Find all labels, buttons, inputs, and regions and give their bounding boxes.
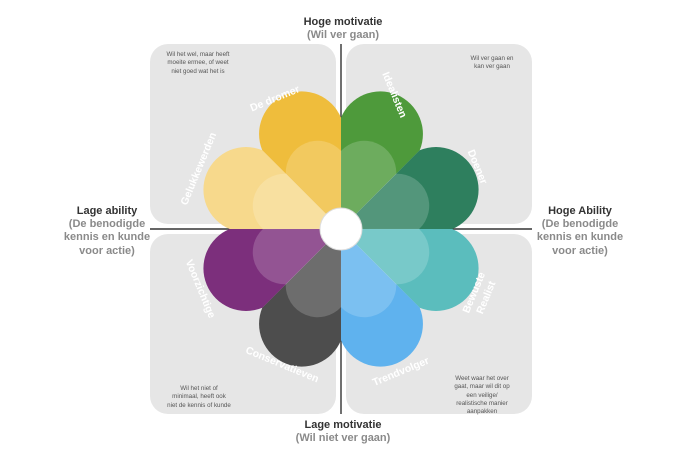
axis-bottom-label: Lage motivatie (Wil niet ver gaan) xyxy=(243,419,443,445)
petal-trendvolger xyxy=(340,229,423,367)
axis-top-sub: (Wil ver gaan) xyxy=(306,29,380,42)
note-line: realistische manier xyxy=(456,400,508,408)
petal-conservatieven xyxy=(259,229,342,367)
axis-right-line2: (De benodigde xyxy=(541,218,619,231)
petal-doener xyxy=(341,147,479,230)
axis-right-line1: Hoge Ability xyxy=(548,205,612,217)
axis-top-label: Hoge motivatie (Wil ver gaan) xyxy=(243,16,443,42)
axis-left-line1: Lage ability xyxy=(76,205,138,217)
note-line: niet goed wat het is xyxy=(171,67,225,75)
note-line: niet de kennis of kunde xyxy=(167,401,231,409)
note-line: minimaal, heeft ook xyxy=(172,393,226,401)
petal-gelukkewerden xyxy=(203,147,341,230)
note-top-right: Wil ver gaan en kan ver gaan xyxy=(460,55,524,72)
axis-left-line3: kennis en kunde xyxy=(63,231,151,244)
note-line: aanpakken xyxy=(466,408,498,416)
note-line: kan ver gaan xyxy=(474,63,510,71)
note-bottom-left: Wil het niet of minimaal, heeft ook niet… xyxy=(150,385,248,410)
note-line: gaat, maar wil dit op xyxy=(454,383,510,391)
axis-left-line4: voor actie) xyxy=(79,244,135,257)
note-line: een veilige/ xyxy=(466,391,498,399)
note-line: Wil het wel, maar heeft xyxy=(166,51,230,58)
axis-top-main: Hoge motivatie xyxy=(303,16,383,28)
axis-left-line2: (De benodigde xyxy=(68,218,146,231)
axis-right-line4: voor actie) xyxy=(552,244,608,257)
axis-bottom-main: Lage motivatie xyxy=(304,419,382,431)
axis-bottom-sub: (Wil niet ver gaan) xyxy=(295,432,391,445)
axis-right-line3: kennis en kunde xyxy=(536,231,624,244)
axis-left-label: Lage ability (De benodigde kennis en kun… xyxy=(62,205,152,258)
center-circle xyxy=(319,207,363,251)
note-line: Wil ver gaan en xyxy=(470,55,514,62)
note-top-left: Wil het wel, maar heeft moeite ermee, of… xyxy=(150,51,246,76)
note-line: Weet waar het over xyxy=(455,375,509,382)
petal-bewuste-realist xyxy=(341,228,479,311)
petal-voorzichtige xyxy=(203,228,341,311)
note-line: moeite ermee, of weet xyxy=(167,59,229,67)
axis-right-label: Hoge Ability (De benodigde kennis en kun… xyxy=(534,205,626,258)
note-line: Wil het niet of xyxy=(180,385,218,392)
note-bottom-right: Weet waar het over gaat, maar wil dit op… xyxy=(440,375,524,417)
petal-idealisten xyxy=(340,91,423,229)
petal-highlights xyxy=(252,140,430,318)
